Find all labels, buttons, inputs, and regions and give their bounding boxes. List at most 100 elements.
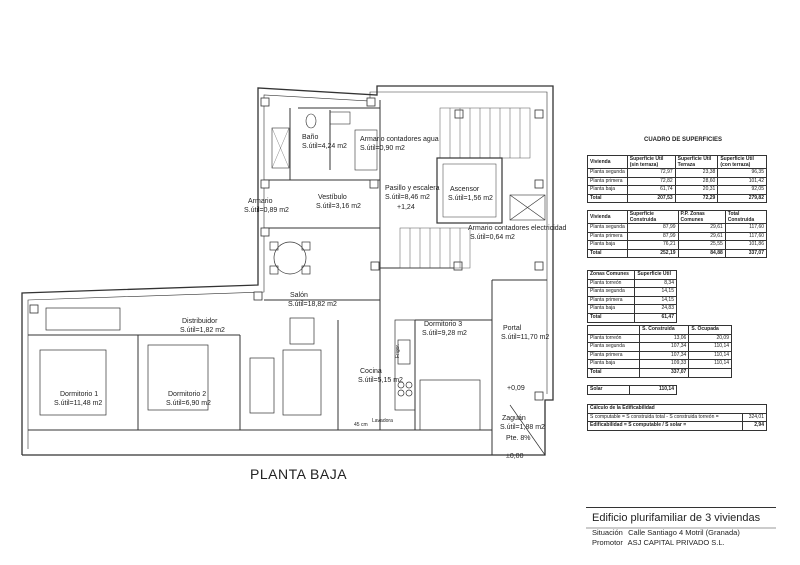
cell: 117,60 bbox=[724, 223, 768, 233]
cell: 107,34 bbox=[639, 342, 690, 352]
drawing-title: PLANTA BAJA bbox=[250, 466, 348, 482]
salon-label: Salón bbox=[290, 292, 308, 299]
ancho-label: 45 cm bbox=[354, 422, 368, 428]
armario-area: S.útil=0,89 m2 bbox=[244, 207, 289, 214]
zaguan-label: Zaguán bbox=[502, 415, 526, 422]
kitchen-fixtures bbox=[394, 319, 416, 411]
cell: Planta segunda bbox=[587, 223, 628, 233]
promotor-label: Promotor bbox=[592, 538, 623, 547]
cell: 337,07 bbox=[639, 367, 690, 378]
elevator-shaft bbox=[436, 157, 503, 224]
cell: 13,06 bbox=[639, 333, 690, 344]
cell: 101,86 bbox=[724, 240, 768, 250]
cell: 29,61 bbox=[677, 223, 726, 233]
pasillo-label: Pasillo y escalera bbox=[385, 185, 440, 192]
dormitorio3-label: Dormitorio 3 bbox=[424, 321, 462, 328]
cell: Planta baja bbox=[586, 304, 636, 314]
cell: Planta primera bbox=[587, 176, 628, 187]
vestibulo-label: Vestíbulo bbox=[318, 194, 347, 201]
cell: Planta primera bbox=[586, 350, 641, 361]
cell: Planta primera bbox=[587, 231, 628, 242]
table-edificabilidad: Cálculo de la Edificabilidad S computabl… bbox=[586, 404, 767, 431]
frigo-label: Frigor. bbox=[395, 344, 401, 358]
cell: Total bbox=[587, 248, 628, 259]
cell: 28,60 bbox=[674, 176, 719, 187]
t1-h1: Superficie Útil (sin terraza) bbox=[626, 155, 676, 169]
cell: Total bbox=[586, 367, 641, 378]
table-zonas-comunes: Zonas Comunes Superficie Útil Planta tor… bbox=[586, 270, 677, 323]
pasillo-area: S.útil=8,46 m2 bbox=[385, 194, 430, 201]
table-row: Edificabilidad = S computable / S solar … bbox=[586, 421, 767, 431]
bathroom-fixtures bbox=[271, 111, 378, 171]
cell: Total bbox=[586, 312, 636, 323]
ascensor-area: S.útil=1,56 m2 bbox=[448, 195, 493, 202]
t2-h1: Superficie Construida bbox=[626, 210, 679, 224]
situacion-value: Calle Santiago 4 Motril (Granada) bbox=[628, 528, 740, 537]
portal-label: Portal bbox=[503, 325, 522, 332]
dormitorio3-area: S.útil=9,28 m2 bbox=[422, 330, 467, 337]
promotor-value: ASJ CAPITAL PRIVADO S.L. bbox=[627, 538, 725, 547]
cell: 279,82 bbox=[717, 193, 767, 204]
cell: 110,14 bbox=[688, 359, 732, 369]
cell: Planta segunda bbox=[587, 168, 628, 178]
situacion-row: Situación Calle Santiago 4 Motril (Grana… bbox=[592, 528, 740, 537]
cell: Planta baja bbox=[586, 359, 641, 369]
cell: Planta segunda bbox=[586, 287, 636, 297]
level-000: ±0,00 bbox=[506, 453, 524, 460]
cell: Planta segunda bbox=[586, 342, 641, 352]
cell: 337,07 bbox=[724, 248, 768, 259]
t4-h0 bbox=[586, 325, 641, 335]
cell: 87,99 bbox=[626, 223, 679, 233]
cell: 84,88 bbox=[677, 248, 726, 259]
ascensor-label: Ascensor bbox=[450, 186, 480, 193]
cell: Planta primera bbox=[586, 295, 636, 306]
bano-label: Baño bbox=[302, 134, 318, 141]
cell: 72,97 bbox=[626, 168, 676, 178]
cell: 107,34 bbox=[639, 350, 690, 361]
t1-h0: Vivienda bbox=[587, 155, 628, 169]
dining-table bbox=[269, 241, 311, 275]
cell: S computable = S construida total - S co… bbox=[586, 412, 744, 423]
cell: 96,35 bbox=[717, 168, 767, 178]
cell: 110,14 bbox=[628, 385, 678, 395]
cell: 61,47 bbox=[634, 312, 677, 323]
cell: Total bbox=[587, 193, 628, 204]
cuadro-title: CUADRO DE SUPERFICIES bbox=[644, 137, 723, 143]
cell: 23,38 bbox=[674, 168, 719, 178]
edif-title: Cálculo de la Edificabilidad bbox=[587, 404, 767, 414]
cell: 109,33 bbox=[639, 359, 690, 369]
cell bbox=[688, 367, 732, 378]
distribuidor-area: S.útil=1,82 m2 bbox=[180, 327, 225, 334]
cell: 14,15 bbox=[634, 287, 677, 297]
slope-label: Pte. 8% bbox=[506, 435, 531, 442]
cell: Planta baja bbox=[587, 240, 628, 250]
armario-agua-area: S.útil=0,90 m2 bbox=[360, 145, 405, 152]
cell: 29,61 bbox=[677, 231, 726, 242]
cell: 72,82 bbox=[626, 176, 676, 187]
distribuidor-label: Distribuidor bbox=[182, 318, 218, 325]
portal-area: S.útil=11,70 m2 bbox=[501, 334, 549, 341]
t3-h0: Zonas Comunes bbox=[586, 270, 636, 280]
zaguan-area: S.útil=1,88 m2 bbox=[500, 424, 545, 431]
entrance-ramp bbox=[509, 404, 546, 456]
interior-walls bbox=[28, 100, 547, 455]
cell: 92,05 bbox=[717, 185, 767, 195]
cell: 252,19 bbox=[626, 248, 679, 259]
cell: 101,42 bbox=[717, 176, 767, 187]
cocina-label: Cocina bbox=[360, 368, 382, 375]
vestibulo-area: S.útil=3,16 m2 bbox=[316, 203, 361, 210]
t1-h3: Superficie Útil (con terraza) bbox=[717, 155, 767, 169]
level-009: +0,09 bbox=[507, 385, 525, 392]
